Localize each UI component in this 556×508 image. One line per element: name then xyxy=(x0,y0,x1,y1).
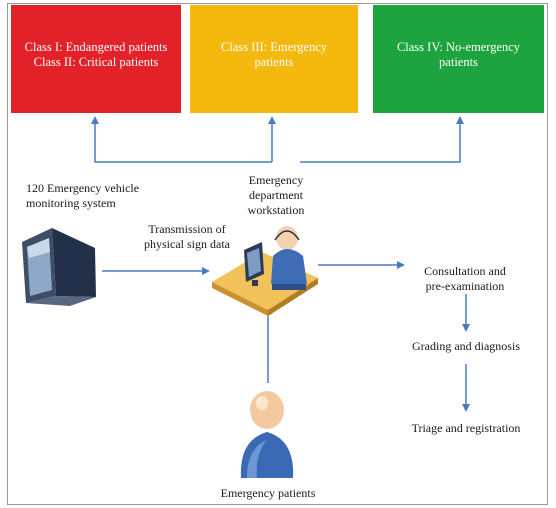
class-3-box: Class III: Emergency patients xyxy=(190,5,358,113)
triage-label: Triage and registration xyxy=(411,421,521,435)
arrow-to-class-1-2 xyxy=(91,116,272,163)
class-1-2-label: Class I: Endangered patients Class II: C… xyxy=(24,40,168,69)
workstation-label: Emergency department workstation xyxy=(247,173,305,217)
class-3-label: Class III: Emergency patients xyxy=(221,40,327,69)
consultation-label: Consultation and pre-examination xyxy=(424,264,506,293)
vehicle-system-label: 120 Emergency vehicle monitoring system xyxy=(26,181,140,210)
patient-icon xyxy=(240,391,294,478)
workstation-icon xyxy=(212,226,318,316)
grading-label: Grading and diagnosis xyxy=(412,339,520,353)
monitor-icon xyxy=(22,228,96,306)
patients-label: Emergency patients xyxy=(220,486,316,500)
class-1-2-box: Class I: Endangered patients Class II: C… xyxy=(11,5,181,113)
class-4-label: Class IV: No-emergency patients xyxy=(396,40,521,69)
class-4-box: Class IV: No-emergency patients xyxy=(373,5,544,113)
arrow-to-class-4 xyxy=(300,116,464,163)
transmission-label: Transmission of physical sign data xyxy=(144,222,230,251)
